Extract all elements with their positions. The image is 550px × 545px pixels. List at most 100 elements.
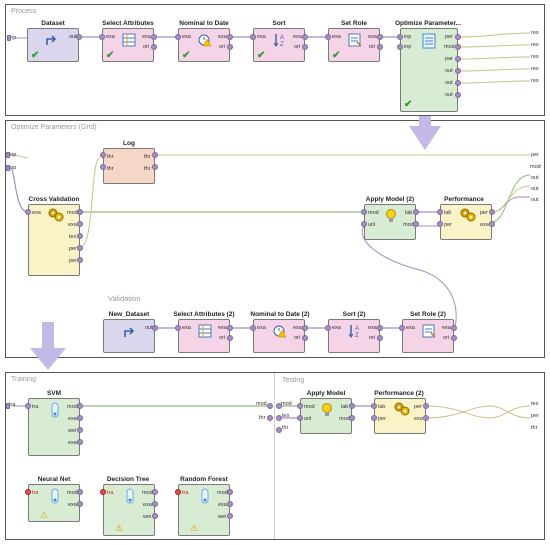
op-set-role-2-out-port[interactable] bbox=[451, 325, 457, 331]
op-cross-validation-mod-port[interactable] bbox=[77, 209, 83, 215]
testing-tes-in-port[interactable] bbox=[276, 415, 282, 421]
training-mod-out-port[interactable] bbox=[267, 403, 273, 409]
op-svm-wei-port[interactable] bbox=[77, 427, 83, 433]
op-set-role-2-ori-port[interactable] bbox=[451, 335, 457, 341]
op-cross-validation-per-port-1[interactable] bbox=[77, 245, 83, 251]
op-cross-validation-tes-port[interactable] bbox=[77, 233, 83, 239]
op-apply-model[interactable]: mod unl lab mod bbox=[300, 398, 352, 434]
op-decision-tree[interactable]: tra mod exa wei ⚠ bbox=[103, 484, 155, 536]
op-cross-validation-per-port-2[interactable] bbox=[77, 257, 83, 263]
op-apply-model-2-out-port-1[interactable] bbox=[413, 209, 419, 215]
op-apply-model-2-in-port-2[interactable] bbox=[361, 221, 367, 227]
optimize-inp-port-1[interactable] bbox=[6, 152, 10, 158]
op-dataset-out-port[interactable] bbox=[76, 34, 82, 40]
op-svm-mod-port[interactable] bbox=[77, 403, 83, 409]
op-svm[interactable]: tra mod exa wei exa bbox=[28, 398, 80, 456]
training-thr-out-port[interactable] bbox=[267, 415, 273, 421]
process-inp-port[interactable] bbox=[7, 35, 11, 41]
op-neural-net[interactable]: tra mod exa ⚠ bbox=[28, 484, 80, 522]
op-dataset[interactable]: out ✔ bbox=[27, 28, 79, 62]
op-sort-out-port[interactable] bbox=[302, 34, 308, 40]
op-nominal-to-date-2-out-port[interactable] bbox=[302, 325, 308, 331]
op-optimize-out-port-1[interactable] bbox=[455, 68, 461, 74]
op-nominal-to-date-2-ori-port[interactable] bbox=[302, 335, 308, 341]
op-log[interactable]: thr thr thr thr bbox=[103, 148, 155, 184]
op-sort-2-in-port[interactable] bbox=[325, 325, 331, 331]
op-random-forest-exa-port[interactable] bbox=[227, 501, 233, 507]
op-decision-tree-in-port[interactable] bbox=[100, 489, 106, 495]
op-random-forest-in-port[interactable] bbox=[175, 489, 181, 495]
op-svm-exa-port-2[interactable] bbox=[77, 439, 83, 445]
op-optimize-in-port[interactable] bbox=[397, 34, 403, 40]
op-log-in-port-2[interactable] bbox=[100, 164, 106, 170]
op-select-attributes-in-port[interactable] bbox=[99, 34, 105, 40]
op-sort-2-out-port[interactable] bbox=[377, 325, 383, 331]
op-apply-model-2-out-port-2[interactable] bbox=[413, 221, 419, 227]
op-log-out-port-1[interactable] bbox=[152, 152, 158, 158]
op-neural-net-in-port[interactable] bbox=[25, 489, 31, 495]
op-neural-net-exa-port[interactable] bbox=[77, 501, 83, 507]
op-apply-model-out-port-1[interactable] bbox=[349, 403, 355, 409]
op-select-attributes-2-out-port[interactable] bbox=[227, 325, 233, 331]
op-set-role-out-port[interactable] bbox=[377, 34, 383, 40]
op-set-role-2[interactable]: exa exa ori bbox=[402, 319, 454, 353]
op-set-role-in-port[interactable] bbox=[325, 34, 331, 40]
op-select-attributes-ori-port[interactable] bbox=[151, 44, 157, 50]
op-nominal-to-date-2-in-port[interactable] bbox=[250, 325, 256, 331]
op-sort-in-port[interactable] bbox=[250, 34, 256, 40]
op-performance[interactable]: lab per per exa bbox=[440, 204, 492, 240]
op-random-forest-mod-port[interactable] bbox=[227, 489, 233, 495]
op-performance-in-port-1[interactable] bbox=[437, 209, 443, 215]
op-random-forest-wei-port[interactable] bbox=[227, 513, 233, 519]
op-select-attributes-2-ori-port[interactable] bbox=[227, 335, 233, 341]
op-performance-2-in-port-1[interactable] bbox=[371, 403, 377, 409]
op-performance-2-out-port-1[interactable] bbox=[423, 403, 429, 409]
op-svm-exa-port[interactable] bbox=[77, 415, 83, 421]
op-decision-tree-exa-port[interactable] bbox=[152, 501, 158, 507]
op-optimize-out-port-2[interactable] bbox=[455, 80, 461, 86]
op-sort-2-ori-port[interactable] bbox=[377, 335, 383, 341]
op-log-in-port-1[interactable] bbox=[100, 152, 106, 158]
op-decision-tree-mod-port[interactable] bbox=[152, 489, 158, 495]
op-optimize-in-port-2[interactable] bbox=[397, 44, 403, 50]
op-select-attributes-2-in-port[interactable] bbox=[175, 325, 181, 331]
op-new-dataset[interactable]: out bbox=[103, 319, 155, 353]
op-nominal-to-date[interactable]: exa exa ori ✔ bbox=[178, 28, 230, 62]
op-optimize-mod-port[interactable] bbox=[455, 44, 461, 50]
op-set-role[interactable]: exa exa ori ✔ bbox=[328, 28, 380, 62]
op-random-forest[interactable]: tra mod exa wei ⚠ bbox=[178, 484, 230, 536]
op-new-dataset-out-port[interactable] bbox=[152, 325, 158, 331]
op-optimize-parameters[interactable]: inp inp per mod par out out out ✔ bbox=[400, 28, 458, 112]
op-select-attributes-out-port[interactable] bbox=[151, 34, 157, 40]
op-neural-net-mod-port[interactable] bbox=[77, 489, 83, 495]
op-performance-2[interactable]: lab per per exa bbox=[374, 398, 426, 434]
op-nominal-to-date-2[interactable]: exa exa ori bbox=[253, 319, 305, 353]
op-performance-out-port-2[interactable] bbox=[489, 221, 495, 227]
op-select-attributes-2[interactable]: exa exa ori bbox=[178, 319, 230, 353]
op-cross-validation[interactable]: exa mod exa tes per per bbox=[28, 204, 80, 276]
op-sort-ori-port[interactable] bbox=[302, 44, 308, 50]
op-optimize-per-port[interactable] bbox=[455, 34, 461, 40]
op-cross-validation-in-port[interactable] bbox=[25, 209, 31, 215]
op-apply-model-2[interactable]: mod unl lab mod bbox=[364, 204, 416, 240]
op-decision-tree-wei-port[interactable] bbox=[152, 513, 158, 519]
training-tra-port[interactable] bbox=[6, 403, 10, 409]
op-apply-model-2-in-port-1[interactable] bbox=[361, 209, 367, 215]
op-set-role-ori-port[interactable] bbox=[377, 44, 383, 50]
optimize-inp-port-2[interactable] bbox=[6, 165, 10, 171]
op-svm-in-port[interactable] bbox=[25, 403, 31, 409]
testing-mod-in-port[interactable] bbox=[276, 403, 282, 409]
op-performance-in-port-2[interactable] bbox=[437, 221, 443, 227]
op-log-out-port-2[interactable] bbox=[152, 164, 158, 170]
op-apply-model-in-port-1[interactable] bbox=[297, 403, 303, 409]
op-apply-model-in-port-2[interactable] bbox=[297, 415, 303, 421]
op-optimize-out-port-3[interactable] bbox=[455, 92, 461, 98]
testing-thr-in-port[interactable] bbox=[276, 427, 282, 433]
op-nominal-to-date-ori-port[interactable] bbox=[227, 44, 233, 50]
op-set-role-2-in-port[interactable] bbox=[399, 325, 405, 331]
op-select-attributes[interactable]: exa exa ori ✔ bbox=[102, 28, 154, 62]
op-performance-2-out-port-2[interactable] bbox=[423, 415, 429, 421]
op-apply-model-out-port-2[interactable] bbox=[349, 415, 355, 421]
